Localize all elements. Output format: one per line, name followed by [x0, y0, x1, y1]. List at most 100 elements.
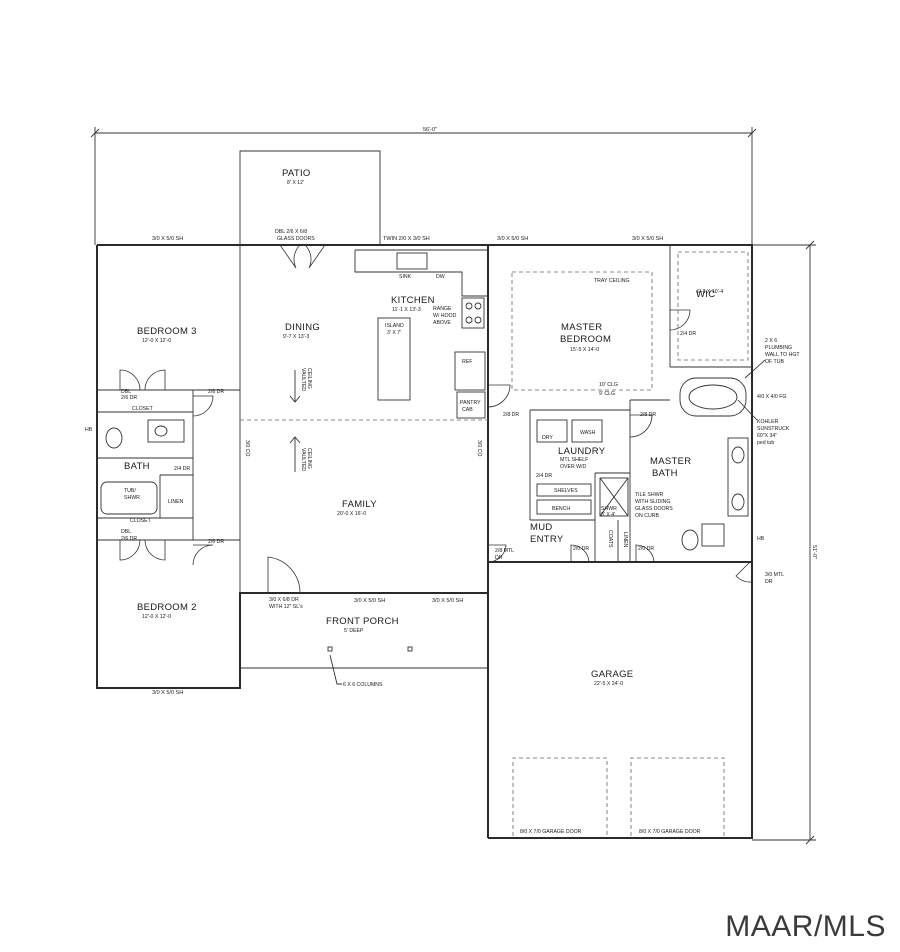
- overall-depth-label: 51'-0": [811, 545, 817, 559]
- pantry-label-2: CAB: [462, 407, 473, 413]
- kitchen-size: 11'-1 X 13'-3: [392, 307, 421, 313]
- bed3-closet-label: CLOSET: [132, 406, 154, 412]
- interior-walls: [97, 245, 752, 593]
- laundry-note-1: MTL SHELF: [560, 457, 588, 463]
- bed2-closet-dbl-1: DBL: [121, 529, 131, 535]
- dryer: [536, 419, 568, 443]
- range-label-3: ABOVE: [433, 320, 451, 326]
- plumbing-label-3: WALL TO HGT: [765, 352, 800, 358]
- garage: GARAGE 22'-5 X 24'-0 8/0 X 7/0 GARAGE DO…: [512, 669, 725, 836]
- bed3-window-label: 3/0 X 5/0 SH: [152, 236, 183, 242]
- garage-door-2: [630, 757, 725, 836]
- tray-ceiling-outline: [511, 271, 653, 391]
- wic-size: 6'-0 X 10'-4: [697, 289, 723, 295]
- toilet: [681, 529, 699, 551]
- patio-doors-label-2: GLASS DOORS: [277, 236, 315, 242]
- island-name: ISLAND: [385, 323, 404, 329]
- left-windows: 3/0 X 5/0 SH 3/0 X 5/0 SH: [152, 236, 183, 696]
- bedroom-2-size: 12'-0 X 12'-0: [142, 614, 171, 620]
- kohler-label-4: ped tub: [757, 440, 774, 446]
- mtl-28-label-1: 2/8 MTL: [495, 548, 514, 554]
- mud-entry: MUD ENTRY 2/0 DR COATS LINEN 2/0 DR 2/8 …: [495, 522, 784, 585]
- door-swings: [119, 244, 753, 594]
- vaulted-ceiling-arrow-up: VAULTED CEILING: [289, 436, 312, 472]
- tub-label-1: TUB/: [124, 488, 136, 494]
- twin-window-label: TWIN 2/0 X 3/0 SH: [383, 236, 430, 242]
- kitchen-sink: [396, 252, 428, 270]
- kohler-label-3: 60"X 34": [757, 433, 777, 439]
- laundry-note-2: OVER W/D: [560, 464, 586, 470]
- patio-doors-label-1: DBL 2/6 X 6/8: [275, 229, 307, 235]
- columns-label: 6 X 6 COLUMNS: [343, 682, 383, 688]
- bed2-window-label: 3/0 X 5/0 SH: [152, 690, 183, 696]
- hb-label-right: HB: [757, 536, 765, 542]
- vaulted-ceiling-arrow-down: VAULTED CEILING: [289, 368, 312, 403]
- range-label-1: RANGE: [433, 306, 452, 312]
- patio-size: 8' X 12': [287, 180, 304, 186]
- garage-door-1-label: 8/0 X 7/0 GARAGE DOOR: [520, 829, 582, 835]
- hb-label-left: HB: [85, 427, 93, 433]
- master-bath: MASTER BATH TILE SHWR WITH SLIDING GLASS…: [599, 338, 800, 551]
- clg-10-label: 10' CLG: [599, 382, 618, 388]
- kohler-label-1: KOHLER: [757, 419, 779, 425]
- shelves-label: SHELVES: [554, 488, 578, 494]
- master-bedroom-name-2: BEDROOM: [560, 334, 611, 345]
- island-size: 3' X 7': [387, 330, 401, 336]
- dining: DINING 9'-7 X 13'-3 DBL 2/6 X 6/8 GLASS …: [275, 229, 320, 403]
- mtl-30-label-1: 3/0 MTL: [765, 572, 784, 578]
- bed3-closet-dbl-1: DBL: [121, 389, 131, 395]
- kitchen-island: [377, 317, 411, 401]
- front-porch: FRONT PORCH 5' DEEP 6 X 6 COLUMNS: [240, 616, 488, 688]
- coats-label: COATS: [607, 530, 613, 548]
- bedroom-2: BEDROOM 2 12'-0 X 12'-0: [137, 602, 196, 620]
- bedroom-3-size: 12'-0 X 12'-0: [142, 338, 171, 344]
- walk-in-closet: WIC 6'-0 X 10'-4 2/4 DR: [677, 251, 749, 361]
- tile-shwr-1: TILE SHWR: [635, 492, 663, 498]
- tray-ceiling-label: TRAY CEILING: [594, 278, 630, 284]
- bed2-closet-dbl-2: 2/6 DR: [121, 536, 137, 542]
- column: [407, 646, 413, 652]
- clg-9-label: 9' CLG: [599, 391, 615, 397]
- master-bedroom: TRAY CEILING MASTER BEDROOM 15'-5 X 14'-…: [497, 236, 663, 418]
- kitchen-name: KITCHEN: [391, 295, 435, 306]
- garage-door-2-label: 8/0 X 7/0 GARAGE DOOR: [639, 829, 701, 835]
- tub-label-2: SHWR: [124, 495, 140, 501]
- laundry-door-label: 2/4 DR: [536, 473, 552, 479]
- front-door-label-2: WITH 12" SL's: [269, 604, 303, 610]
- master-bath-name-1: MASTER: [650, 456, 691, 467]
- bath-name: BATH: [124, 461, 150, 472]
- closets-left: DBL 2/6 DR CLOSET 2/6 DR CLOSET DBL 2/6 …: [121, 389, 224, 545]
- co-left-label: 3/0 CO: [244, 440, 250, 456]
- kitchen: KITCHEN 11'-1 X 13'-3 ISLAND 3' X 7' SIN…: [354, 236, 488, 419]
- linen-label-master: LINEN: [622, 532, 628, 548]
- master-bedroom-size: 15'-5 X 14'-0: [570, 347, 599, 353]
- window-4040-label: 4/0 X 4/0 FG: [757, 394, 786, 400]
- family-window-1-label: 3/0 X 5/0 SH: [354, 598, 385, 604]
- mud-entry-name-2: ENTRY: [530, 534, 564, 545]
- bed2-closet-label: CLOSET: [130, 518, 152, 524]
- co-right-label: 3/0 CO: [476, 440, 482, 456]
- vaulted-label-2: CEILING: [306, 368, 312, 389]
- tile-shwr-3: GLASS DOORS: [635, 506, 673, 512]
- bed2-door-label: 2/6 DR: [208, 539, 224, 545]
- sink-basin: [154, 425, 168, 437]
- patio: PATIO 8' X 12': [239, 150, 381, 245]
- plumbing-label-1: 2 X 6: [765, 338, 777, 344]
- porch-size: 5' DEEP: [344, 628, 364, 634]
- family-window-2-label: 3/0 X 5/0 SH: [432, 598, 463, 604]
- bath-door-label: 2/4 DR: [174, 466, 190, 472]
- dw-label: DW: [436, 274, 445, 280]
- mud-door-label: 2/0 DR: [573, 546, 589, 552]
- bench: [536, 499, 592, 515]
- master-bath-name-2: BATH: [652, 468, 678, 479]
- overall-depth-dimension: 51'-0": [752, 240, 817, 845]
- mls-watermark: MAAR/MLS: [725, 910, 886, 943]
- pantry-label-1: PANTRY: [460, 400, 481, 406]
- patio-name: PATIO: [282, 168, 311, 179]
- bed3-door-label: 2/6 DR: [208, 389, 224, 395]
- porch-name: FRONT PORCH: [326, 616, 399, 627]
- master-door-label: 2/8 DR: [503, 412, 519, 418]
- bath-door-20-label: 2/0 DR: [638, 546, 654, 552]
- refrigerator: [454, 351, 486, 391]
